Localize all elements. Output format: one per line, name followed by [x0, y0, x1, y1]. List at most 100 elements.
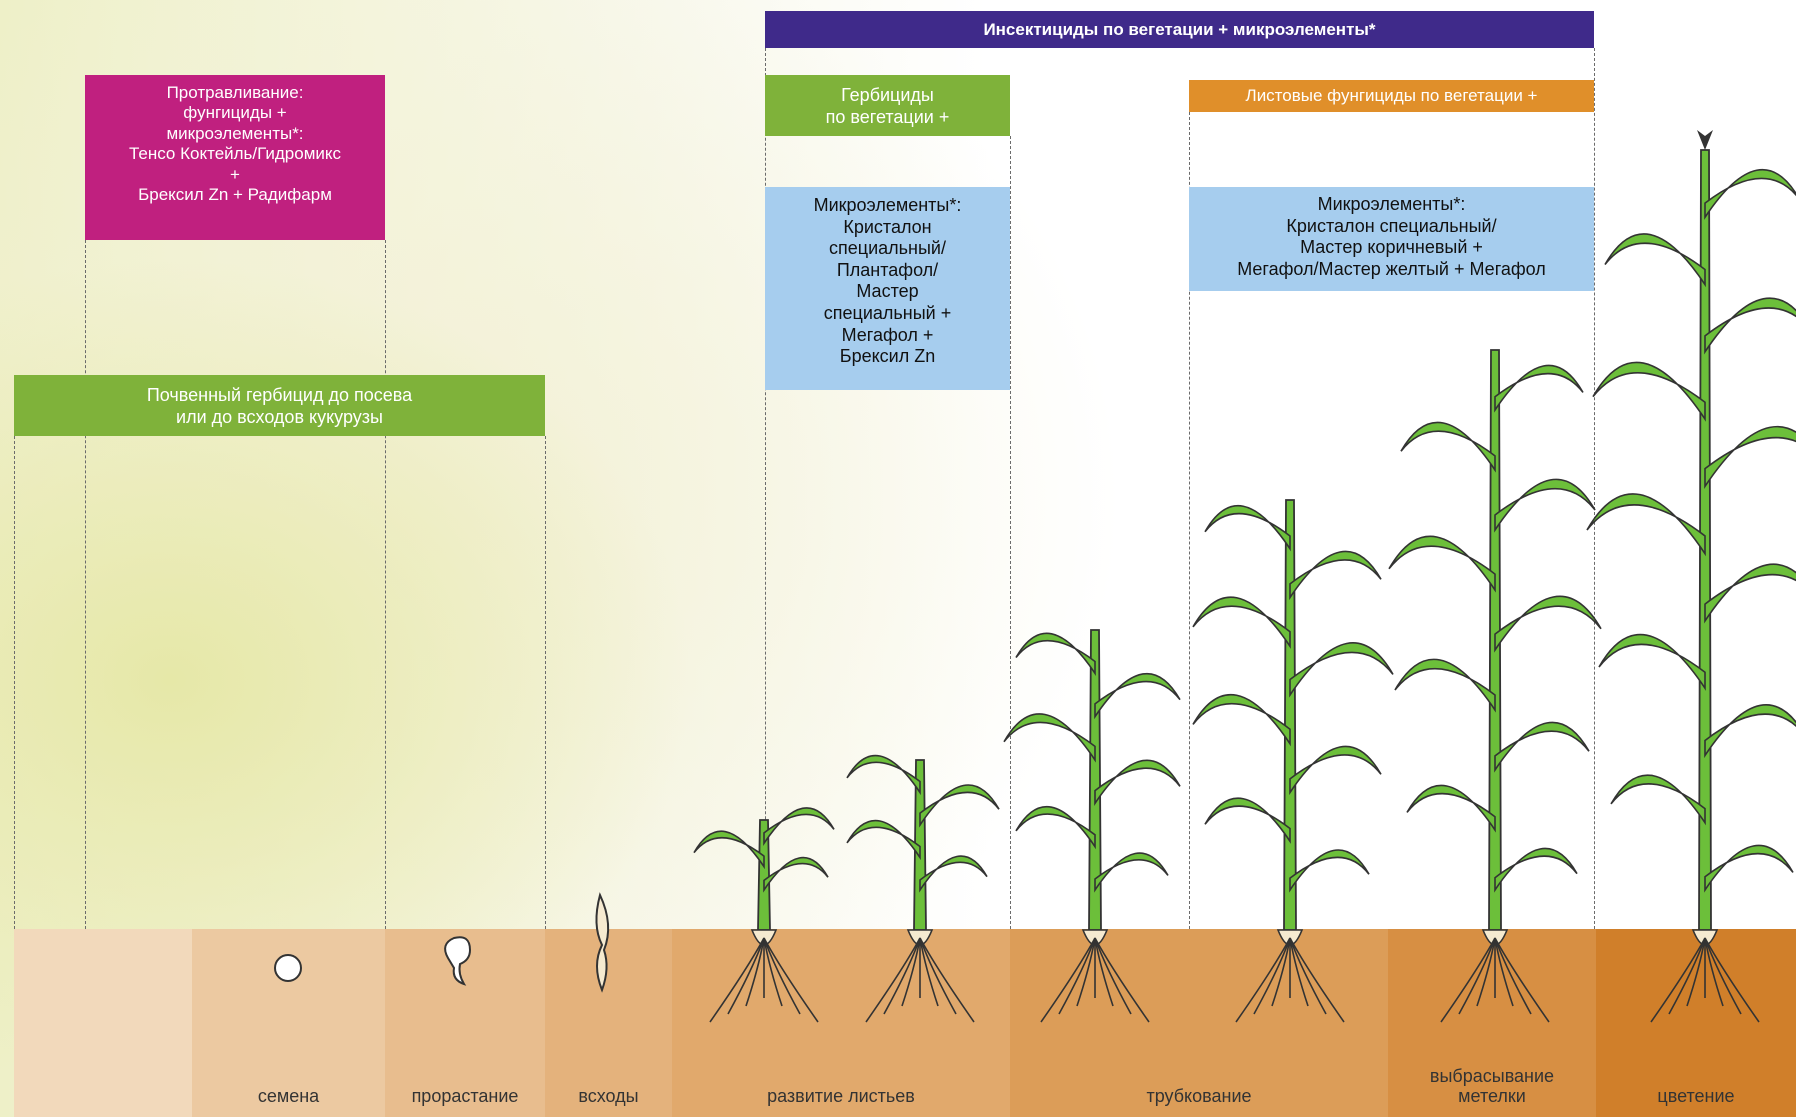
stage-label-stem-elongation: трубкование	[1146, 1086, 1252, 1107]
flowering-plant-leaf	[1586, 493, 1706, 557]
seedling-plant-leaf	[763, 807, 835, 846]
tasseling-plant-leaf	[1494, 478, 1596, 533]
flowering-plant-root	[1686, 937, 1706, 1007]
elongation-plant-small-root	[1076, 937, 1096, 1007]
seedling-plant-root	[763, 937, 783, 1007]
tasseling-plant-root	[1440, 937, 1496, 1023]
stage-label-emergence: всходы	[578, 1086, 639, 1107]
tasseling-plant-leaf	[1494, 847, 1578, 893]
elongation-plant-tall-leaf	[1289, 745, 1382, 796]
flowering-plant-leaf	[1704, 704, 1796, 759]
soil-herbicide-box: Почвенный гербицид до посева или до всхо…	[14, 375, 545, 436]
guide-line	[14, 436, 15, 929]
elongation-plant-small-leaf	[1003, 713, 1096, 763]
tasseling-plant-root	[1494, 937, 1550, 1023]
elongation-plant-tall-leaf	[1289, 550, 1382, 601]
young-plant-leaf	[919, 855, 988, 893]
elongation-plant-tall-root	[1289, 937, 1327, 1015]
micronutrients-early-box: Микроэлементы*: Кристалон специальный/ П…	[765, 187, 1010, 390]
young-plant-leaf	[846, 754, 921, 796]
tasseling-plant-leaf	[1394, 658, 1496, 713]
soil-herbicide-line: или до всходов кукурузы	[176, 406, 383, 427]
seed-icon	[274, 954, 302, 982]
micronutrients-late-line: Кристалон специальный/	[1286, 215, 1497, 236]
flowering-plant-leaf	[1704, 425, 1796, 490]
vegetation-herbicides-line: по вегетации +	[825, 106, 950, 127]
young-plant-root	[865, 937, 921, 1023]
micronutrients-early-line: Мегафол +	[841, 324, 934, 345]
stage-label-flowering: цветение	[1657, 1086, 1735, 1107]
elongation-plant-small-root	[1094, 937, 1132, 1015]
stage-label-seeds: семена	[257, 1086, 320, 1107]
flowering-plant-leaf	[1604, 233, 1706, 288]
elongation-plant-tall-leaf	[1204, 797, 1291, 844]
seed-treatment-line: фунгициды +	[183, 103, 287, 123]
micronutrients-early-line: Микроэлементы*:	[813, 195, 962, 215]
micronutrients-early-line: Кристалон	[843, 216, 932, 237]
sprout-icon	[595, 892, 610, 993]
stage-band-tasseling: выбрасывание метелки	[1388, 929, 1596, 1117]
insecticides-bar: Инсектициды по вегетации + микроэлементы…	[765, 11, 1594, 48]
elongation-plant-tall-root	[1289, 937, 1309, 1007]
flowering-plant-root	[1668, 937, 1706, 1015]
flowering-plant-leaf	[1610, 774, 1706, 826]
elongation-plant-tall-root	[1235, 937, 1291, 1023]
seedling-plant-leaf	[763, 856, 829, 893]
tasseling-plant-leaf	[1388, 535, 1496, 593]
seed-treatment-line: микроэлементы*:	[166, 123, 304, 143]
insecticides-bar-text: Инсектициды по вегетации + микроэлементы…	[983, 20, 1376, 39]
elongation-plant-tall-leaf	[1289, 642, 1394, 698]
elongation-plant-small-leaf	[1015, 805, 1096, 850]
young-plant-leaf	[919, 784, 1000, 828]
stage-label-tasseling: выбрасывание метелки	[1429, 1065, 1555, 1107]
flowering-plant-leaf	[1598, 633, 1706, 691]
tasseling-plant-leaf	[1400, 421, 1496, 473]
stage-band-stem-elongation: трубкование	[1010, 929, 1388, 1117]
tassel-icon	[1697, 130, 1713, 150]
micronutrients-late-line: Микроэлементы*:	[1317, 194, 1466, 214]
tasseling-plant-root	[1476, 937, 1496, 1007]
micronutrients-late-box: Микроэлементы*: Кристалон специальный/ М…	[1189, 187, 1594, 291]
flowering-plant-root	[1704, 937, 1724, 1007]
flowering-plant-leaf	[1704, 168, 1796, 220]
guide-line	[1010, 136, 1011, 929]
tasseling-plant-root	[1458, 937, 1496, 1015]
tasseling-plant-leaf	[1494, 364, 1584, 413]
micronutrients-late-line: Мегафол/Мастер желтый + Мегафол	[1237, 258, 1546, 279]
elongation-plant-tall-leaf	[1289, 849, 1370, 893]
elongation-plant-tall-leaf	[1192, 596, 1291, 649]
stage-band-pre	[14, 929, 192, 1117]
elongation-plant-tall-root	[1271, 937, 1291, 1007]
flowering-plant-root	[1704, 937, 1760, 1023]
elongation-plant-tall-root	[1289, 937, 1345, 1023]
elongation-plant-small-root	[1040, 937, 1096, 1023]
seed-treatment-box: Протравливание: фунгициды + микроэлемент…	[85, 75, 385, 240]
micronutrients-late-line: Мастер коричневый +	[1300, 237, 1483, 258]
seed-treatment-line: Брексил Zn + Радифарм	[138, 184, 332, 204]
guide-line	[1594, 48, 1595, 929]
seed-treatment-line: Протравливание:	[166, 83, 304, 102]
tasseling-plant-leaf	[1406, 784, 1496, 833]
elongation-plant-tall-leaf	[1192, 693, 1291, 747]
seedling-plant-root	[763, 937, 801, 1015]
guide-line	[545, 436, 546, 929]
tasseling-plant-root	[1494, 937, 1514, 1007]
vegetation-herbicides-box: Гербициды по вегетации +	[765, 75, 1010, 136]
flowering-plant-root	[1704, 937, 1742, 1015]
seedling-plant-root	[709, 937, 765, 1023]
flowering-plant-leaf	[1704, 297, 1796, 355]
elongation-plant-small-root	[1094, 937, 1114, 1007]
elongation-plant-small-leaf	[1094, 672, 1181, 720]
germinating-seed-icon	[444, 936, 472, 986]
elongation-plant-tall-leaf	[1204, 504, 1291, 552]
tasseling-plant-leaf	[1494, 721, 1590, 773]
seed-treatment-line: Тенсо Коктейль/Гидромикс	[128, 144, 342, 164]
elongation-plant-small-leaf	[1094, 759, 1181, 806]
young-plant-leaf	[846, 819, 921, 861]
seedling-plant-leaf	[693, 830, 765, 870]
micronutrients-early-line: Брексил Zn	[839, 346, 936, 367]
guide-line	[1189, 112, 1190, 929]
flowering-plant-leaf	[1704, 844, 1794, 893]
